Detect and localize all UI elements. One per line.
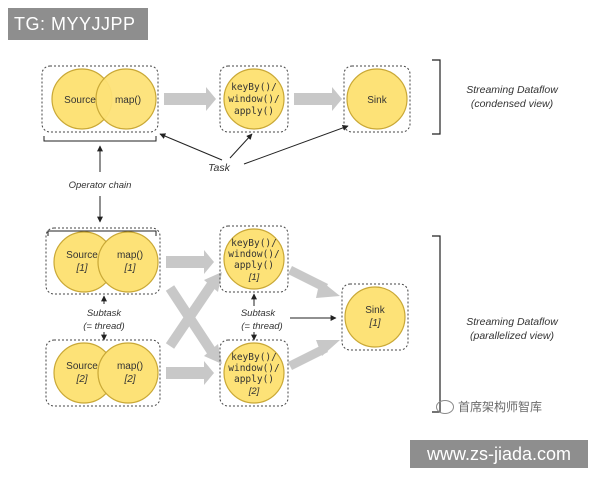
sink-box <box>343 65 411 133</box>
source-2-index: [2] <box>75 374 87 385</box>
keyby-2-index: [2] <box>248 386 260 397</box>
subtask-right-sub: (= thread) <box>241 321 282 332</box>
sink-1-label: Sink <box>365 305 385 316</box>
watermark-text: 首席架构师智库 <box>458 400 543 414</box>
sink-label: Sink <box>367 95 387 106</box>
tg-overlay-label: TG: MYYJJPP <box>8 8 148 40</box>
task-arrow-keyby <box>229 133 253 159</box>
wechat-icon <box>436 399 454 414</box>
map-1-label: map() <box>117 250 143 261</box>
flow-arrow-1-to-k2-head <box>204 344 222 364</box>
parallel-title-1: Streaming Dataflow <box>466 316 559 328</box>
source-1-index: [1] <box>75 263 87 274</box>
flow-arrow-2-to-k1-head <box>204 272 222 292</box>
keyby-2-label-3: apply() <box>234 374 274 385</box>
operator-chain-label: Operator chain <box>69 180 132 191</box>
sink-1-box <box>341 283 409 351</box>
sink-node <box>346 68 408 130</box>
operator-chain-bracket <box>43 136 157 142</box>
parallel-title-2: (parallelized view) <box>470 330 554 342</box>
keyby-node <box>223 68 285 130</box>
subtask-left-label: Subtask <box>87 308 123 319</box>
condensed-title-1: Streaming Dataflow <box>466 84 559 96</box>
flow-arrow-k2-to-sink-head <box>316 340 340 356</box>
map-node <box>95 68 157 130</box>
keyby-1-label-2: window()/ <box>228 249 279 260</box>
flow-arrow-keyby-sink <box>294 87 342 111</box>
watermark: 首席架构师智库 <box>436 398 542 415</box>
condensed-title-2: (condensed view) <box>471 98 553 110</box>
map-1-index: [1] <box>123 263 135 274</box>
keyby-label-1: keyBy()/ <box>231 82 277 93</box>
map-2-index: [2] <box>123 374 135 385</box>
task-arrow-sink <box>243 125 349 165</box>
keyby-1-node <box>223 228 285 290</box>
website-overlay-label: www.zs-jiada.com <box>410 440 588 468</box>
flow-arrow-k2-to-sink <box>287 343 329 371</box>
parallel-bracket <box>432 235 441 413</box>
subtask-left-sub: (= thread) <box>83 321 124 332</box>
chain-1-bracket <box>47 230 157 236</box>
keyby-1-index: [1] <box>248 272 260 283</box>
task-label: Task <box>208 162 231 174</box>
keyby-1-label-1: keyBy()/ <box>231 238 277 249</box>
flow-arrow-source-keyby <box>164 87 216 111</box>
source-map-chain-box <box>41 65 159 133</box>
source-map-1-box <box>45 227 161 295</box>
flow-arrow-k1-to-sink-head <box>316 280 340 298</box>
source-label: Source <box>64 95 96 106</box>
keyby-1-label-3: apply() <box>234 260 274 271</box>
keyby-2-label-2: window()/ <box>228 363 279 374</box>
keyby-2-node <box>223 342 285 404</box>
sink-1-node <box>344 286 406 348</box>
map-2-label: map() <box>117 361 143 372</box>
keyby-label-3: apply() <box>234 106 274 117</box>
map-1-node <box>97 231 159 293</box>
flow-arrow-2-to-k2 <box>166 361 214 385</box>
flow-arrow-1-to-k1 <box>166 250 214 274</box>
sink-1-index: [1] <box>368 318 380 329</box>
keyby-2-label-1: keyBy()/ <box>231 352 277 363</box>
source-2-label: Source <box>66 361 98 372</box>
map-label: map() <box>115 95 141 106</box>
condensed-bracket <box>432 59 441 135</box>
keyby-1-box <box>219 225 289 293</box>
flow-arrow-2-to-k1 <box>165 281 217 349</box>
map-2-node <box>97 342 159 404</box>
subtask-right-label: Subtask <box>241 308 277 319</box>
keyby-label-2: window()/ <box>228 94 279 105</box>
task-arrow-chain <box>159 133 223 161</box>
keyby-box <box>219 65 289 133</box>
source-1-label: Source <box>66 250 98 261</box>
